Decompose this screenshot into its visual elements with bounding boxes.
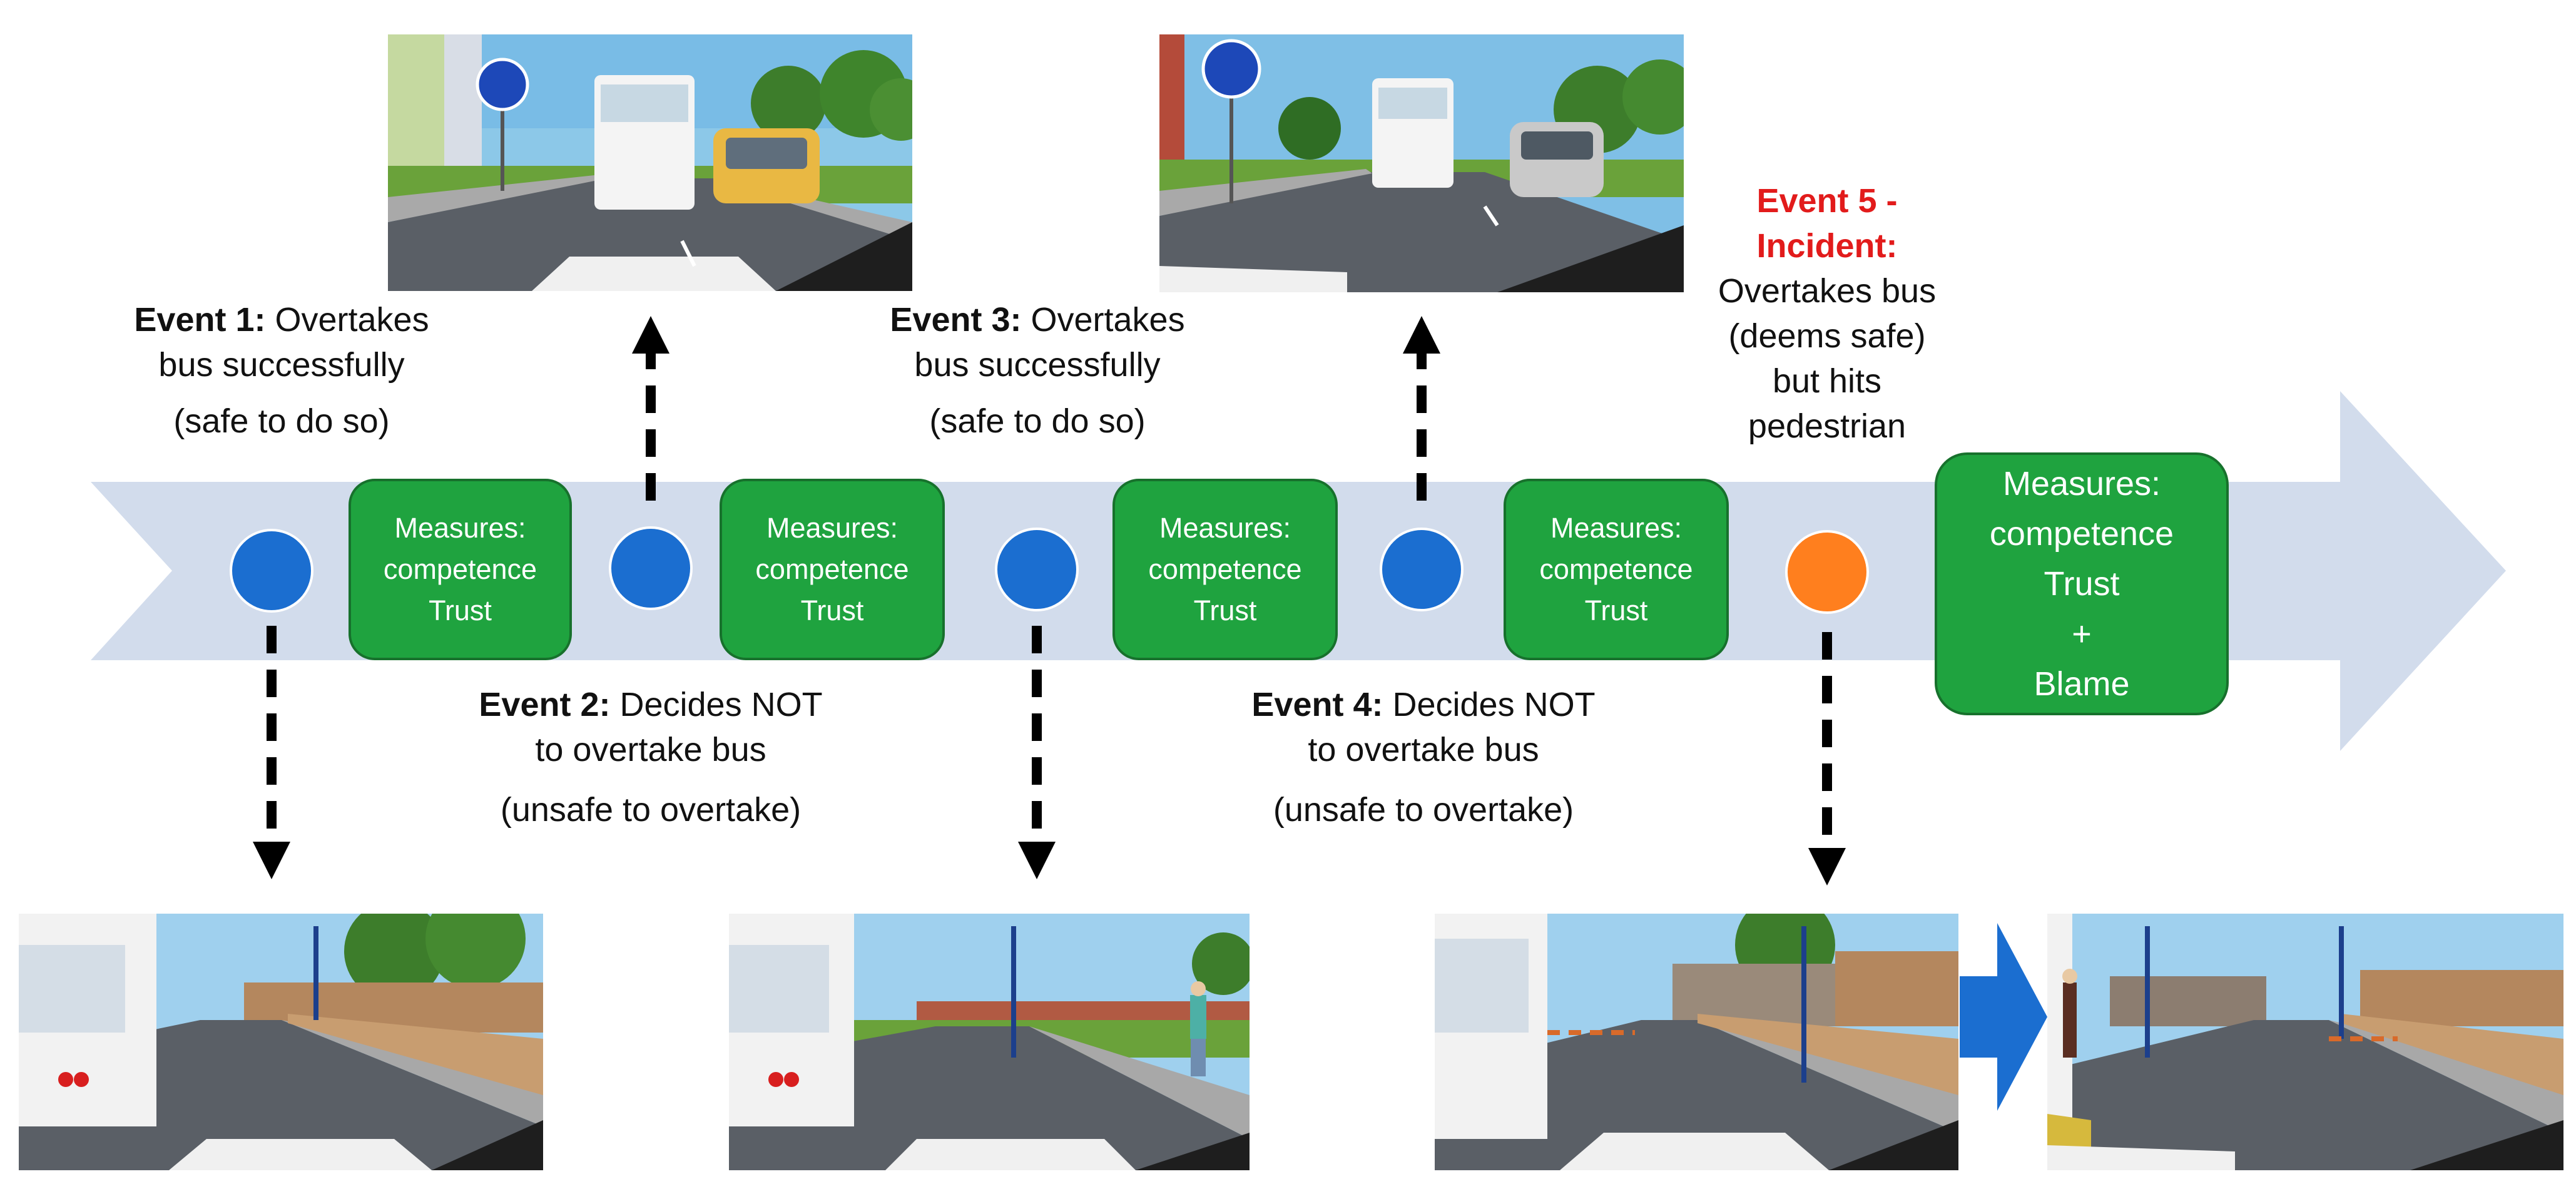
event-3-desc: Overtakes [1031,301,1185,339]
scene-event-1-overtake-image [388,34,912,291]
transition-arrow [1960,923,2047,1111]
dashed-arrow-event-3-down [1018,626,1056,879]
measures-competence: competence [755,553,909,585]
event-4-desc2: to overtake bus [1308,731,1539,768]
measures-blame: Blame [2034,665,2130,703]
scene-event-1-follow-image [19,914,543,1170]
scene-event-3-pedestrian-image [729,914,1250,1170]
event-2-desc2: to overtake bus [535,731,766,768]
measures-label: Measures: [1159,512,1291,544]
event-4-note: (unsafe to overtake) [1273,791,1574,829]
measures-box-3: Measures: competence Trust [1112,479,1338,660]
event-3-note: (safe to do so) [929,402,1146,440]
measures-label: Measures: [394,512,526,544]
event-5-title-1: Event 5 - [1756,182,1898,220]
event-1-label: Event 1: Overtakes bus successfully (saf… [106,297,457,444]
event-5-desc-3: but hits [1772,362,1882,400]
measures-box-2: Measures: competence Trust [720,479,945,660]
measures-label: Measures: [1550,512,1683,544]
dashed-arrow-event-1-down [253,626,290,879]
measures-plus: + [2072,615,2092,653]
measures-competence: competence [383,553,537,585]
event-3-title: Event 3: [890,301,1022,339]
event-3-node [995,528,1079,611]
event-2-label: Event 2: Decides NOT to overtake bus (un… [451,682,851,832]
dashed-arrow-event-5-down [1808,632,1846,885]
measures-box-5-blame: Measures: competence Trust + Blame [1935,452,2229,715]
event-5-desc-2: (deems safe) [1728,317,1926,355]
event-1-desc2: bus successfully [158,346,405,384]
event-4-label: Event 4: Decides NOT to overtake bus (un… [1223,682,1624,832]
scene-event-3-overtake-image [1159,34,1684,292]
measures-trust: Trust [429,595,492,626]
measures-box-1: Measures: competence Trust [349,479,572,660]
event-4-desc: Decides NOT [1392,686,1596,723]
measures-trust: Trust [1193,595,1257,626]
event-1-title: Event 1: [134,301,266,339]
dashed-arrow-event-4-up [1403,316,1440,501]
event-1-node [230,529,313,613]
event-3-label: Event 3: Overtakes bus successfully (saf… [862,297,1213,444]
event-2-desc: Decides NOT [619,686,823,723]
measures-competence: competence [1989,515,2174,553]
measures-trust: Trust [1584,595,1648,626]
scene-event-5-before-image [1435,914,1958,1170]
event-1-note: (safe to do so) [173,402,390,440]
measures-competence: competence [1148,553,1302,585]
event-3-desc2: bus successfully [914,346,1161,384]
measures-trust: Trust [2044,565,2120,603]
measures-box-4: Measures: competence Trust [1504,479,1729,660]
event-1-desc: Overtakes [275,301,429,339]
measures-trust: Trust [800,595,864,626]
event-4-title: Event 4: [1251,686,1383,723]
scene-event-5-incident-image [2047,914,2563,1170]
event-5-desc-1: Overtakes bus [1718,272,1937,310]
event-5-desc-4: pedestrian [1748,407,1907,445]
event-2-node [609,526,693,610]
event-5-title-2: Incident: [1756,227,1898,265]
measures-competence: competence [1539,553,1693,585]
event-4-node [1380,528,1464,611]
event-2-note: (unsafe to overtake) [500,791,802,829]
event-5-label: Event 5 - Incident: Overtakes bus (deems… [1658,178,1996,449]
event-2-title: Event 2: [479,686,611,723]
dashed-arrow-event-2-up [632,316,669,501]
measures-label: Measures: [766,512,899,544]
event-5-incident-node [1785,530,1869,614]
measures-label: Measures: [2002,465,2161,503]
